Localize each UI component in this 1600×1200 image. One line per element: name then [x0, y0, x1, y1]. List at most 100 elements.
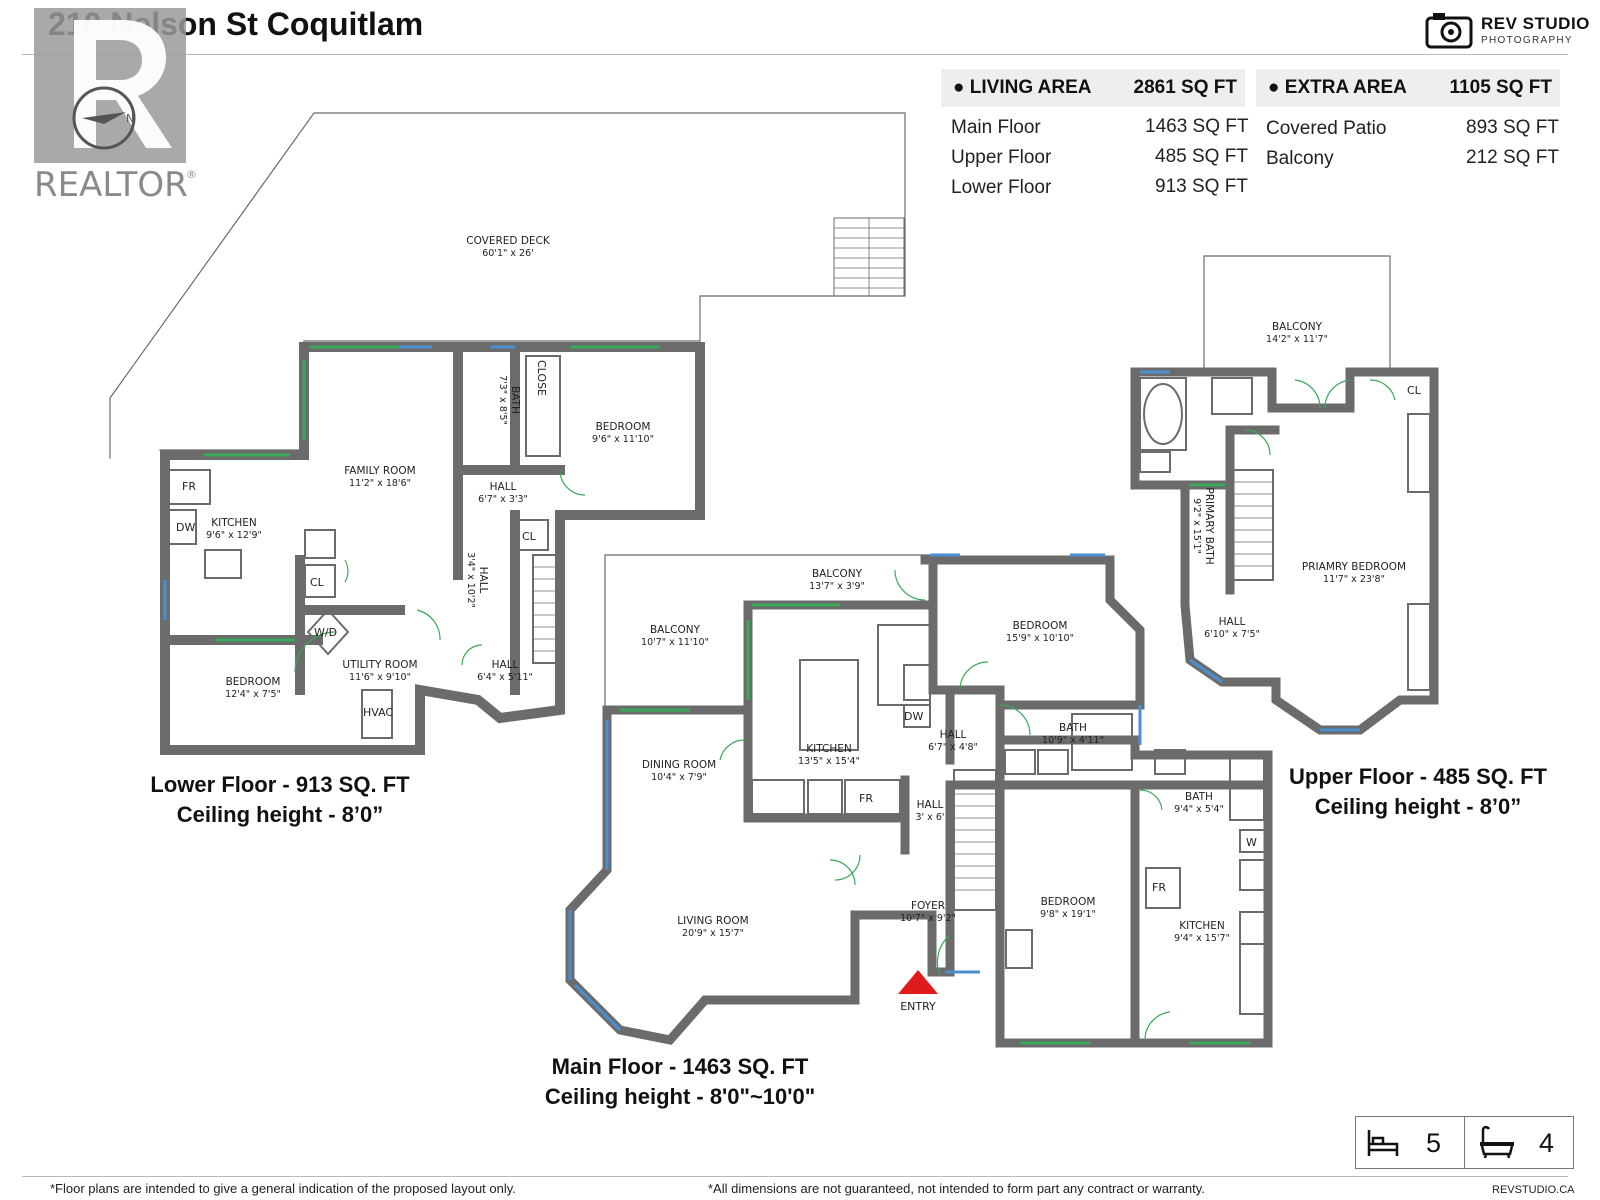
footer-divider — [22, 1176, 1568, 1177]
room-dim: 9'2" x 15'1" — [1191, 498, 1202, 554]
fixture-fridge: FR — [182, 480, 196, 493]
room-name: BEDROOM — [1041, 896, 1096, 908]
room-name: KITCHEN — [1179, 920, 1225, 932]
room-dim: 14'2" x 11'7" — [1266, 334, 1328, 345]
room-name: BATH — [509, 386, 521, 414]
camera-icon — [1425, 10, 1475, 50]
room-dim: 60'1" x 26' — [482, 248, 533, 259]
living-row-label: Lower Floor — [951, 177, 1052, 198]
room-dim: 12'4" x 7'5" — [225, 689, 281, 700]
room-name: BATH — [1059, 722, 1087, 734]
room-dim: 10'7" x 9'2" — [900, 913, 956, 924]
fixture-washer-dryer: W/D — [314, 626, 337, 639]
room-dim: 7'3" x 8'5" — [497, 375, 508, 425]
living-row-value: 485 SQ FT — [1155, 146, 1248, 167]
fixture-closet: CL — [522, 530, 537, 543]
studio-name: REV STUDIO — [1481, 14, 1590, 33]
main-floor-caption: Main Floor - 1463 SQ. FT Ceiling height … — [520, 1052, 840, 1112]
room-name: HALL — [477, 567, 489, 594]
header-divider — [22, 54, 1568, 55]
room-dim: 3'4" x 10'2" — [465, 552, 476, 608]
room-dim: 13'5" x 15'4" — [798, 756, 860, 767]
room-name: HALL — [1219, 616, 1246, 628]
svg-text:®: ® — [186, 168, 197, 181]
room-dim: 6'10" x 7'5" — [1204, 629, 1260, 640]
room-dim: 10'9" x 4'11" — [1042, 735, 1104, 746]
room-name: BALCONY — [1272, 321, 1323, 333]
room-name: BEDROOM — [596, 421, 651, 433]
room-name: FAMILY ROOM — [344, 465, 416, 477]
fixture-hvac: HVAC — [363, 706, 393, 719]
room-name: HALL — [492, 659, 519, 671]
room-dim: 9'8" x 19'1" — [1040, 909, 1096, 920]
footer-disclaimer-left: *Floor plans are intended to give a gene… — [50, 1181, 516, 1196]
room-name: BEDROOM — [226, 676, 281, 688]
room-name: PRIMARY BATH — [1203, 487, 1215, 564]
room-dim: 11'6" x 9'10" — [349, 672, 411, 683]
upper-floor-caption: Upper Floor - 485 SQ. FT Ceiling height … — [1268, 762, 1568, 822]
room-dim: 6'4" x 5'11" — [477, 672, 533, 683]
room-name: COVERED DECK — [466, 235, 551, 247]
main-floor-ceiling: Ceiling height - 8'0"~10'0" — [544, 1084, 816, 1109]
upper-floor-title: Upper Floor - 485 SQ. FT — [1289, 764, 1547, 789]
room-dim: 6'7" x 4'8" — [928, 742, 978, 753]
room-dim: 11'2" x 18'6" — [349, 478, 411, 489]
entry-arrow — [898, 970, 938, 994]
room-name: BEDROOM — [1013, 620, 1068, 632]
room-dim: 10'7" x 11'10" — [641, 637, 709, 648]
extra-area-header: ● EXTRA AREA 1105 SQ FT — [1256, 69, 1560, 107]
living-row-value: 913 SQ FT — [1155, 176, 1248, 197]
upper-floor-ceiling: Ceiling height - 8’0” — [1314, 794, 1522, 819]
fixture-closet: CLOSE — [535, 360, 548, 396]
room-dim: 9'4" x 15'7" — [1174, 933, 1230, 944]
room-dim: 6'7" x 3'3" — [478, 494, 528, 505]
lower-floor-caption: Lower Floor - 913 SQ. FT Ceiling height … — [130, 770, 430, 830]
living-row-label: Main Floor — [951, 117, 1041, 138]
extra-row-label: Covered Patio — [1266, 118, 1387, 139]
fixture-dishwasher: DW — [904, 710, 923, 723]
living-area-total: 2861 SQ FT — [1133, 77, 1238, 98]
washer-dryer — [306, 608, 350, 656]
fixture-fridge: FR — [859, 792, 873, 805]
fixture-closet: CL — [310, 576, 325, 589]
room-dim: 15'9" x 10'10" — [1006, 633, 1074, 644]
living-area-header: ● LIVING AREA 2861 SQ FT — [941, 69, 1245, 107]
counts-divider — [1464, 1116, 1465, 1169]
studio-subtitle: PHOTOGRAPHY — [1481, 35, 1573, 46]
svg-text:N: N — [126, 112, 134, 125]
room-dim: 9'4" x 5'4" — [1174, 804, 1224, 815]
bathtub-icon — [1477, 1122, 1517, 1162]
room-name: DINING ROOM — [642, 759, 716, 771]
room-dim: 11'7" x 23'8" — [1323, 574, 1385, 585]
living-area-heading: LIVING AREA — [969, 77, 1092, 98]
footer-website: REVSTUDIO.CA — [1492, 1184, 1575, 1196]
fixture-dishwasher: DW — [176, 521, 195, 534]
room-name: BALCONY — [650, 624, 701, 636]
room-name: HALL — [917, 799, 944, 811]
room-dim: 3' x 6' — [916, 812, 945, 823]
main-floor-title: Main Floor - 1463 SQ. FT — [551, 1054, 809, 1079]
fixture-closet: CL — [1407, 384, 1422, 397]
extra-area-heading: EXTRA AREA — [1284, 77, 1407, 98]
room-name: UTILITY ROOM — [342, 659, 417, 671]
footer-disclaimer-center: *All dimensions are not guaranteed, not … — [708, 1181, 1205, 1196]
realtor-logo: N REALTOR ® — [34, 8, 199, 205]
room-name: KITCHEN — [211, 517, 257, 529]
entry-label: ENTRY — [900, 1000, 936, 1013]
living-row-value: 1463 SQ FT — [1145, 116, 1249, 137]
svg-text:REALTOR: REALTOR — [34, 165, 188, 203]
fixture-washer: W — [1246, 836, 1257, 849]
lower-floor-title: Lower Floor - 913 SQ. FT — [150, 772, 410, 797]
bathroom-count: 4 — [1539, 1128, 1555, 1158]
extra-row-value: 212 SQ FT — [1466, 147, 1559, 168]
room-name: KITCHEN — [806, 743, 852, 755]
fixture-fridge: FR — [1152, 881, 1166, 894]
room-dim: 10'4" x 7'9" — [651, 772, 707, 783]
bedroom-count: 5 — [1426, 1128, 1442, 1158]
bed-icon — [1365, 1124, 1401, 1160]
room-name: PRIAMRY BEDROOM — [1302, 561, 1406, 573]
room-name: HALL — [940, 729, 967, 741]
room-dim: 9'6" x 11'10" — [592, 434, 654, 445]
living-row-label: Upper Floor — [951, 147, 1052, 168]
